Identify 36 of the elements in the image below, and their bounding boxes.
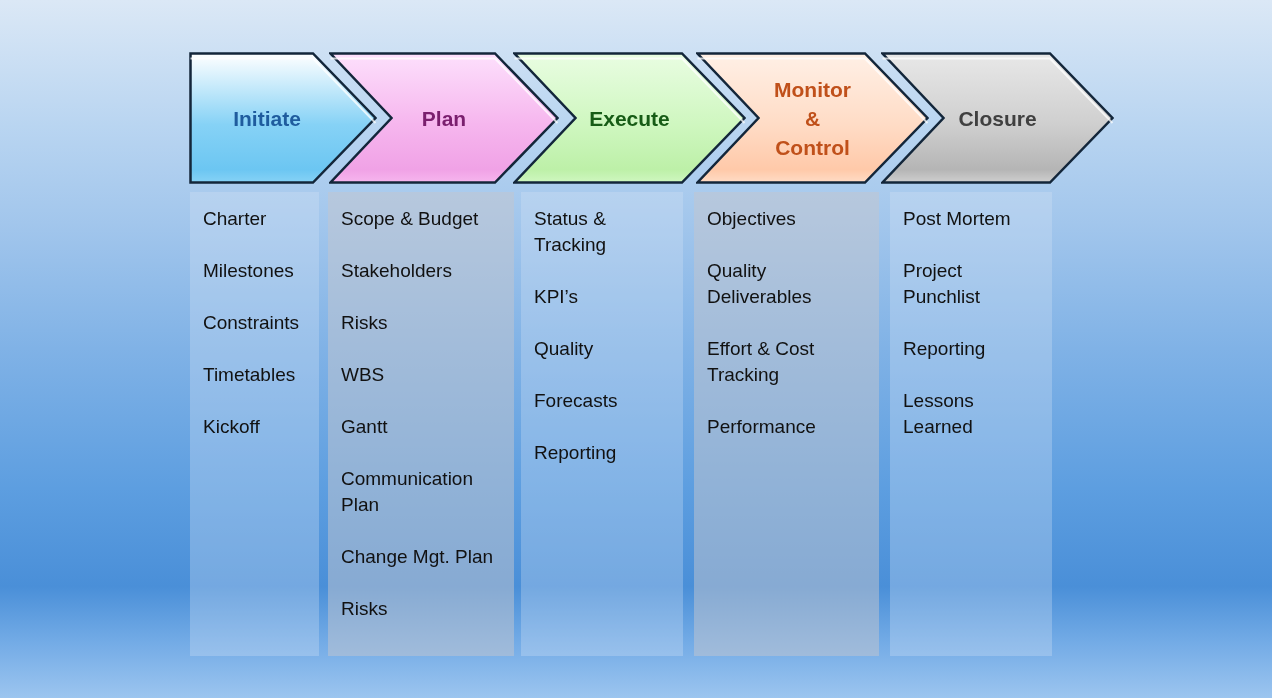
list-item: Gantt xyxy=(341,415,388,439)
column-panel xyxy=(521,192,683,656)
phase-label: Plan xyxy=(421,105,467,132)
list-item: Risks xyxy=(341,597,388,621)
list-item: Post Mortem xyxy=(903,207,1011,231)
list-item: Status & Tracking xyxy=(534,207,608,257)
list-item: WBS xyxy=(341,363,385,387)
list-item: Charter xyxy=(203,207,267,231)
phase-label: Initiate xyxy=(233,105,301,132)
list-item: Quality xyxy=(534,337,594,361)
list-item: KPI’s xyxy=(534,285,578,309)
list-item: Reporting xyxy=(534,441,617,465)
column-panel xyxy=(890,192,1052,656)
list-item: Reporting xyxy=(903,337,986,361)
list-item: Timetables xyxy=(203,363,296,387)
phase-label: Monitor & Control xyxy=(774,76,851,161)
list-item: Milestones xyxy=(203,259,294,283)
list-item: Kickoff xyxy=(203,415,260,439)
list-item: Objectives xyxy=(707,207,796,231)
phase-label: Closure xyxy=(958,105,1037,132)
column-panel xyxy=(694,192,879,656)
list-item: Lessons Learned xyxy=(903,389,975,439)
phase-label: Execute xyxy=(589,105,670,132)
list-item: Stakeholders xyxy=(341,259,452,283)
column-panel xyxy=(328,192,514,656)
list-item: Forecasts xyxy=(534,389,618,413)
list-item: Quality Deliverables xyxy=(707,259,813,309)
list-item: Constraints xyxy=(203,311,300,335)
list-item: Communication Plan xyxy=(341,467,474,517)
list-item: Scope & Budget xyxy=(341,207,479,231)
list-item: Performance xyxy=(707,415,816,439)
list-item: Project Punchlist xyxy=(903,259,982,309)
column-panel xyxy=(190,192,319,656)
list-item: Change Mgt. Plan xyxy=(341,545,494,569)
list-item: Risks xyxy=(341,311,388,335)
list-item: Effort & Cost Tracking xyxy=(707,337,816,387)
